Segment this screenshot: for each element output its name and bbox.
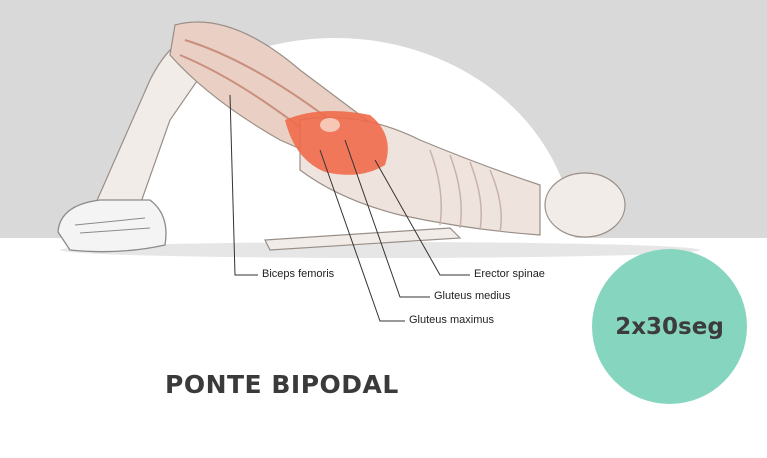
sets-reps-text: 2x30seg [615, 314, 724, 340]
label-gluteus-maximus: Gluteus maximus [409, 314, 494, 326]
label-erector-spinae: Erector spinae [474, 268, 545, 280]
gluteus-medius-spot [320, 118, 340, 132]
label-gluteus-medius: Gluteus medius [434, 290, 510, 302]
exercise-title: PONTE BIPODAL [165, 370, 399, 399]
sets-badge: 2x30seg [592, 249, 747, 404]
shoe [58, 200, 166, 252]
head [545, 173, 625, 237]
label-biceps-femoris: Biceps femoris [262, 268, 334, 280]
